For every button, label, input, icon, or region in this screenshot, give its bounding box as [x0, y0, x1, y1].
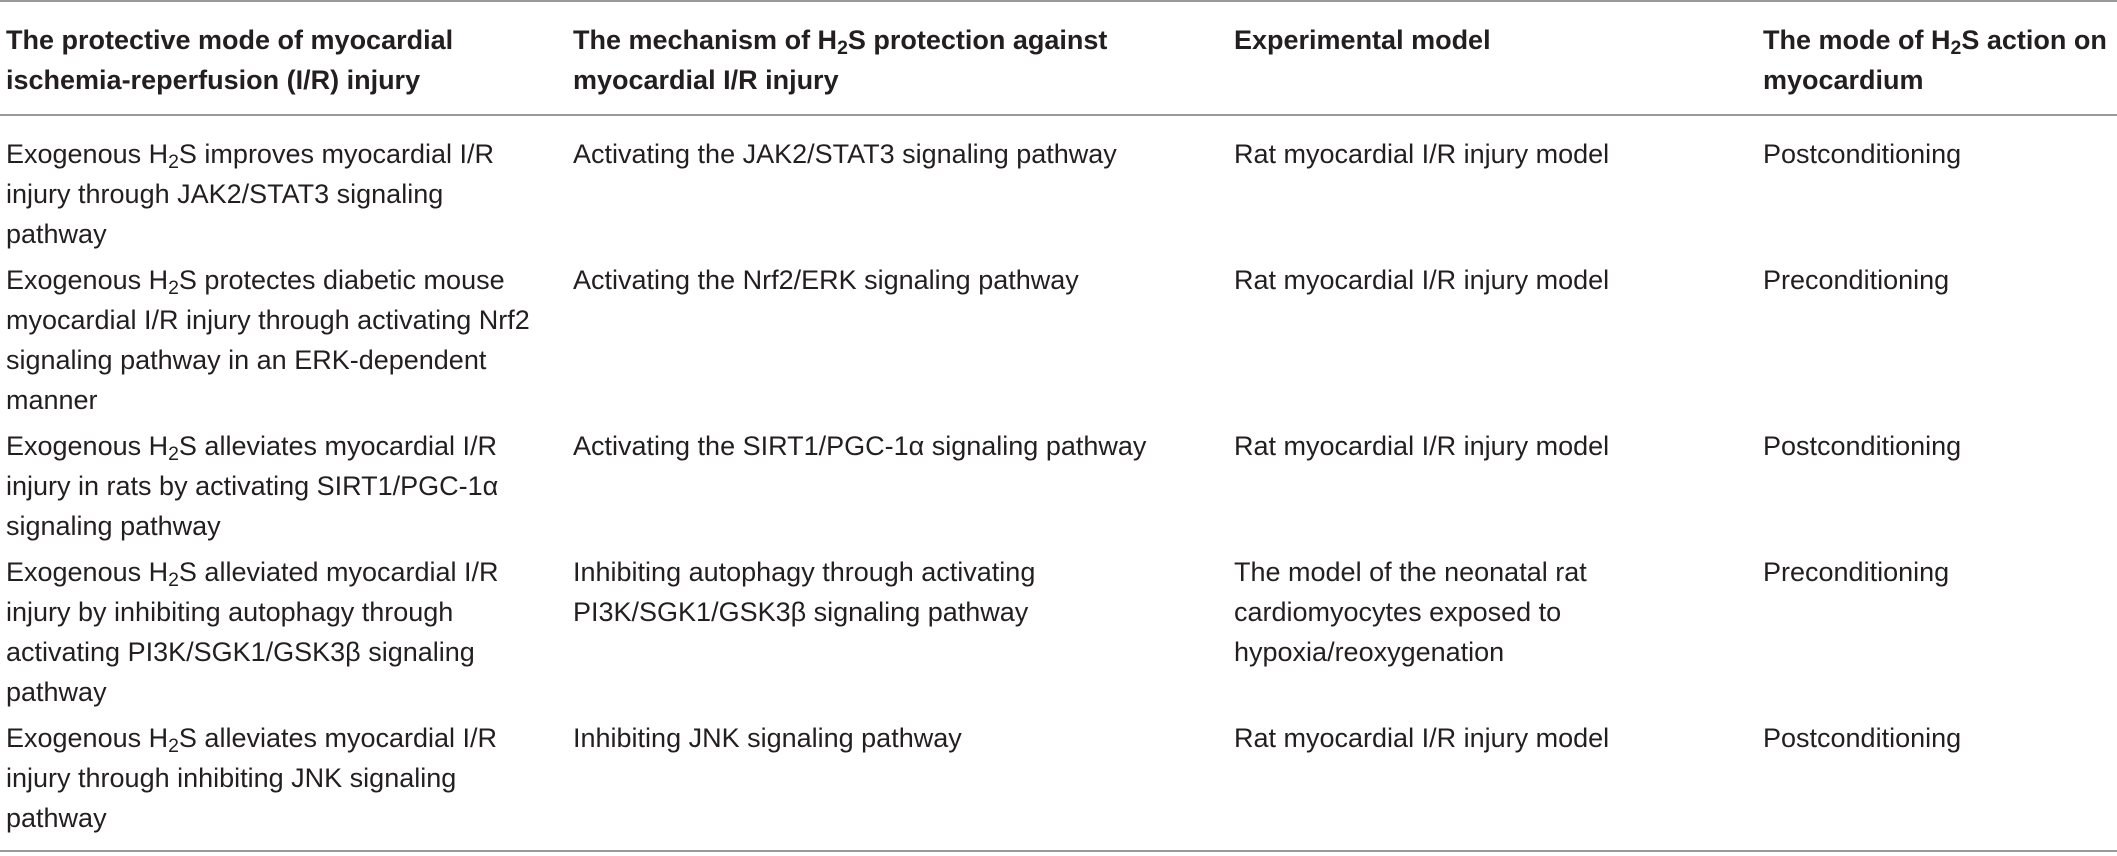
- cell-mechanism: Activating the JAK2/STAT3 signaling path…: [573, 139, 1117, 169]
- cell-experimental-model: Rat myocardial I/R injury model: [1234, 265, 1610, 295]
- cell-experimental-model: Rat myocardial I/R injury model: [1234, 139, 1610, 169]
- cell-experimental-model: The model of the neonatal rat cardiomyoc…: [1234, 557, 1587, 667]
- cell-mechanism: Inhibiting autophagy through activating …: [573, 557, 1036, 627]
- table-row: Exogenous H2S improves myocardial I/R in…: [0, 115, 2117, 260]
- table-header: The protective mode of myocardial ischem…: [0, 0, 2117, 116]
- cell-mechanism: Activating the SIRT1/PGC-1α signaling pa…: [573, 431, 1147, 461]
- cell-experimental-model: Rat myocardial I/R injury model: [1207, 718, 1760, 852]
- header-row: The protective mode of myocardial ischem…: [0, 0, 2117, 116]
- cell-mode-of-action: Postconditioning: [1760, 718, 2117, 852]
- cell-mechanism: Inhibiting JNK signaling pathway: [553, 718, 1207, 852]
- cell-mode-of-action: Postconditioning: [1763, 139, 1962, 169]
- cell-mechanism: Activating the Nrf2/ERK signaling pathwa…: [573, 265, 1079, 295]
- header-cell-mechanism: The mechanism of H2S protection against …: [553, 0, 1207, 116]
- cell-mode-of-action: Postconditioning: [1763, 431, 1962, 461]
- cell-mode-of-action: Preconditioning: [1763, 557, 1950, 587]
- table-row: Exogenous H2S protectes diabetic mouse m…: [0, 260, 2117, 426]
- table-row: Exogenous H2S alleviated myocardial I/R …: [0, 552, 2117, 718]
- table-row: Exogenous H2S alleviates myocardial I/R …: [0, 426, 2117, 552]
- cell-mode-of-action: Preconditioning: [1763, 265, 1950, 295]
- table-body: Exogenous H2S improves myocardial I/R in…: [0, 115, 2117, 852]
- header-cell-mode-of-action: The mode of H2S action on myocardium: [1760, 0, 2117, 116]
- cell-protective-mode: Exogenous H2S protectes diabetic mouse m…: [6, 265, 530, 415]
- table-row: Exogenous H2S alleviates myocardial I/R …: [0, 718, 2117, 852]
- cell-protective-mode: Exogenous H2S alleviates myocardial I/R …: [6, 431, 499, 541]
- header-cell-experimental-model: Experimental model: [1207, 0, 1760, 116]
- cell-experimental-model: Rat myocardial I/R injury model: [1234, 431, 1610, 461]
- cell-protective-mode: Exogenous H2S alleviates myocardial I/R …: [0, 718, 553, 852]
- header-cell-protective-mode: The protective mode of myocardial ischem…: [0, 0, 553, 116]
- cell-protective-mode: Exogenous H2S improves myocardial I/R in…: [6, 139, 495, 249]
- cell-protective-mode: Exogenous H2S alleviated myocardial I/R …: [6, 557, 499, 707]
